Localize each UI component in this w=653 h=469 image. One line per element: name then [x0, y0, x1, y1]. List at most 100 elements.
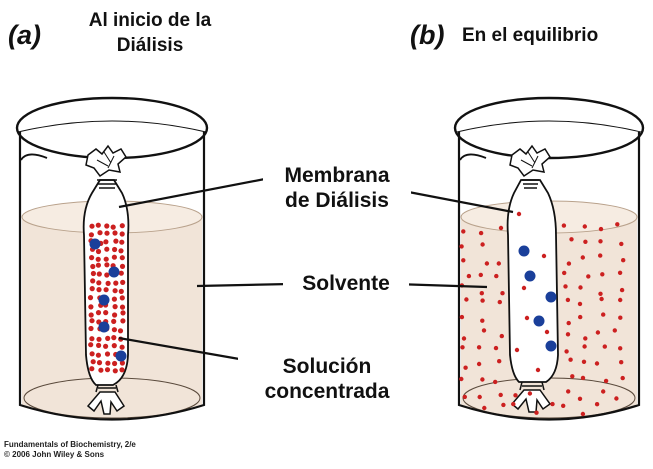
large-molecule [98, 294, 110, 306]
small-molecule [480, 242, 485, 247]
small-molecule [583, 239, 588, 244]
membrane-label-line1: Membrana [284, 164, 390, 187]
small-molecule [565, 297, 571, 303]
membrane-label-line2: de Diálisis [285, 189, 389, 212]
small-molecule [564, 349, 569, 354]
small-molecule [95, 248, 102, 255]
large-molecules-b [518, 245, 557, 352]
small-molecule [621, 258, 626, 263]
small-molecule [88, 325, 94, 332]
small-molecule [87, 295, 94, 301]
panel-a-letter: (a) [8, 20, 41, 50]
small-molecule [562, 270, 567, 276]
small-molecule [620, 375, 625, 381]
credit-line1: Fundamentals of Biochemistry, 2/e [4, 440, 136, 449]
large-molecule [89, 238, 101, 250]
beaker-spout-b [459, 153, 487, 161]
small-molecule [497, 359, 502, 364]
large-molecule [533, 315, 545, 327]
small-molecule [497, 299, 502, 305]
small-molecule [577, 396, 583, 401]
small-molecule [618, 297, 623, 303]
small-molecule [89, 351, 95, 357]
small-molecule [119, 344, 125, 350]
small-molecule [594, 402, 600, 407]
bag-knot-b [509, 144, 551, 178]
small-molecule [113, 238, 119, 244]
small-molecule [104, 351, 111, 357]
beaker-rim-b [453, 96, 645, 160]
small-molecule [586, 274, 591, 279]
small-molecule [104, 230, 110, 236]
bag-tie-bottom-a [95, 384, 119, 393]
solvent-leader-b [394, 282, 488, 289]
small-molecule [481, 328, 487, 333]
small-molecule [104, 262, 110, 268]
large-molecule [108, 266, 120, 278]
small-molecule [565, 332, 571, 337]
small-molecule [118, 248, 124, 254]
small-molecule [461, 229, 466, 234]
small-molecule [95, 262, 101, 268]
small-molecules-outside-b [459, 222, 626, 417]
small-molecule [119, 239, 125, 245]
solution-leader-a [118, 336, 246, 362]
small-molecule [112, 230, 118, 236]
small-molecule [479, 291, 484, 296]
small-molecule [600, 272, 605, 277]
small-molecule [104, 223, 110, 229]
small-molecule [578, 285, 583, 290]
small-molecule [111, 335, 117, 341]
small-molecule [111, 296, 117, 302]
panel-a-title-line2: Diálisis [116, 35, 184, 56]
small-molecule [103, 343, 109, 349]
small-molecule [477, 394, 482, 400]
small-molecule [594, 361, 600, 366]
small-molecule [112, 368, 118, 374]
solvent-label: Solvente [283, 271, 409, 296]
small-molecule [598, 239, 603, 244]
panel-b-letter: (b) [410, 20, 445, 50]
small-molecule [120, 310, 126, 316]
small-molecule [461, 258, 466, 263]
small-molecule [561, 223, 567, 228]
small-molecule [601, 312, 606, 317]
small-molecule [117, 328, 124, 334]
small-molecule [88, 342, 94, 348]
small-molecule [97, 230, 103, 236]
small-molecule [90, 359, 96, 365]
small-molecule [524, 315, 530, 321]
small-molecule [570, 374, 575, 379]
large-molecule [545, 291, 557, 303]
small-molecule [601, 389, 606, 394]
small-molecule [598, 226, 604, 232]
small-molecule [89, 336, 95, 342]
small-molecule [120, 279, 126, 285]
small-molecule [466, 273, 472, 279]
small-molecule [463, 365, 468, 370]
small-molecule [90, 278, 96, 284]
small-molecule [103, 239, 109, 245]
small-molecule [614, 396, 619, 401]
small-molecule [541, 253, 547, 259]
small-molecule [521, 285, 527, 291]
small-molecule [568, 357, 573, 362]
small-molecule [104, 367, 111, 373]
small-molecule [496, 261, 501, 266]
small-molecule [580, 255, 585, 260]
small-molecule [476, 361, 482, 367]
small-molecule [95, 222, 101, 228]
small-molecule [96, 280, 102, 286]
small-molecule [112, 288, 118, 294]
small-molecule [118, 270, 124, 276]
small-molecule [619, 241, 624, 247]
small-molecule [459, 244, 464, 249]
small-molecule [480, 377, 485, 382]
small-molecule [119, 231, 125, 237]
small-molecule [582, 224, 587, 229]
small-molecule [119, 304, 126, 310]
small-molecule [498, 225, 504, 231]
small-molecule [582, 344, 587, 349]
small-molecule [103, 287, 109, 293]
small-molecule [566, 320, 571, 326]
